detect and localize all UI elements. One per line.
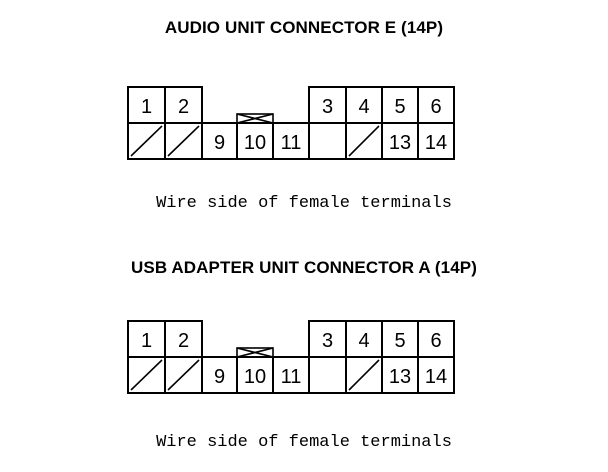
blank-cavity-7 bbox=[130, 359, 163, 391]
pin-3: 3 bbox=[322, 330, 333, 352]
connector-diagram: 1 2 3 4 5 6 9 10 11 13 14 bbox=[127, 86, 455, 160]
connector-title: AUDIO UNIT CONNECTOR E (14P) bbox=[164, 18, 444, 37]
lock-tab bbox=[236, 113, 274, 124]
blank-cavity-12 bbox=[348, 125, 380, 157]
pin-1: 1 bbox=[141, 96, 152, 118]
pin-9: 9 bbox=[214, 366, 225, 388]
connector-caption: Wire side of female terminals bbox=[156, 433, 452, 452]
pin-1: 1 bbox=[141, 330, 152, 352]
pin-14: 14 bbox=[425, 366, 447, 388]
pin-10: 10 bbox=[244, 366, 266, 388]
pin-11: 11 bbox=[281, 132, 302, 154]
pin-9: 9 bbox=[214, 132, 225, 154]
pin-11: 11 bbox=[281, 366, 302, 388]
pin-6: 6 bbox=[430, 330, 441, 352]
lock-tab bbox=[236, 347, 274, 358]
pin-14: 14 bbox=[425, 132, 447, 154]
pin-5: 5 bbox=[394, 96, 405, 118]
pin-4: 4 bbox=[358, 96, 369, 118]
connector-title: USB ADAPTER UNIT CONNECTOR A (14P) bbox=[131, 258, 477, 277]
blank-cavity-7 bbox=[130, 125, 163, 157]
blank-cavity-8 bbox=[167, 125, 200, 157]
pin-13: 13 bbox=[389, 132, 411, 154]
pin-2: 2 bbox=[178, 330, 189, 352]
pin-10: 10 bbox=[244, 132, 266, 154]
pin-3: 3 bbox=[322, 96, 333, 118]
pin-13: 13 bbox=[389, 366, 411, 388]
connector-diagram: 1 2 3 4 5 6 9 10 11 13 14 bbox=[127, 320, 455, 394]
blank-cavity-12 bbox=[348, 359, 380, 391]
pin-2: 2 bbox=[178, 96, 189, 118]
pin-6: 6 bbox=[430, 96, 441, 118]
connector-caption: Wire side of female terminals bbox=[156, 194, 452, 213]
pin-4: 4 bbox=[358, 330, 369, 352]
pin-5: 5 bbox=[394, 330, 405, 352]
blank-cavity-8 bbox=[167, 359, 200, 391]
